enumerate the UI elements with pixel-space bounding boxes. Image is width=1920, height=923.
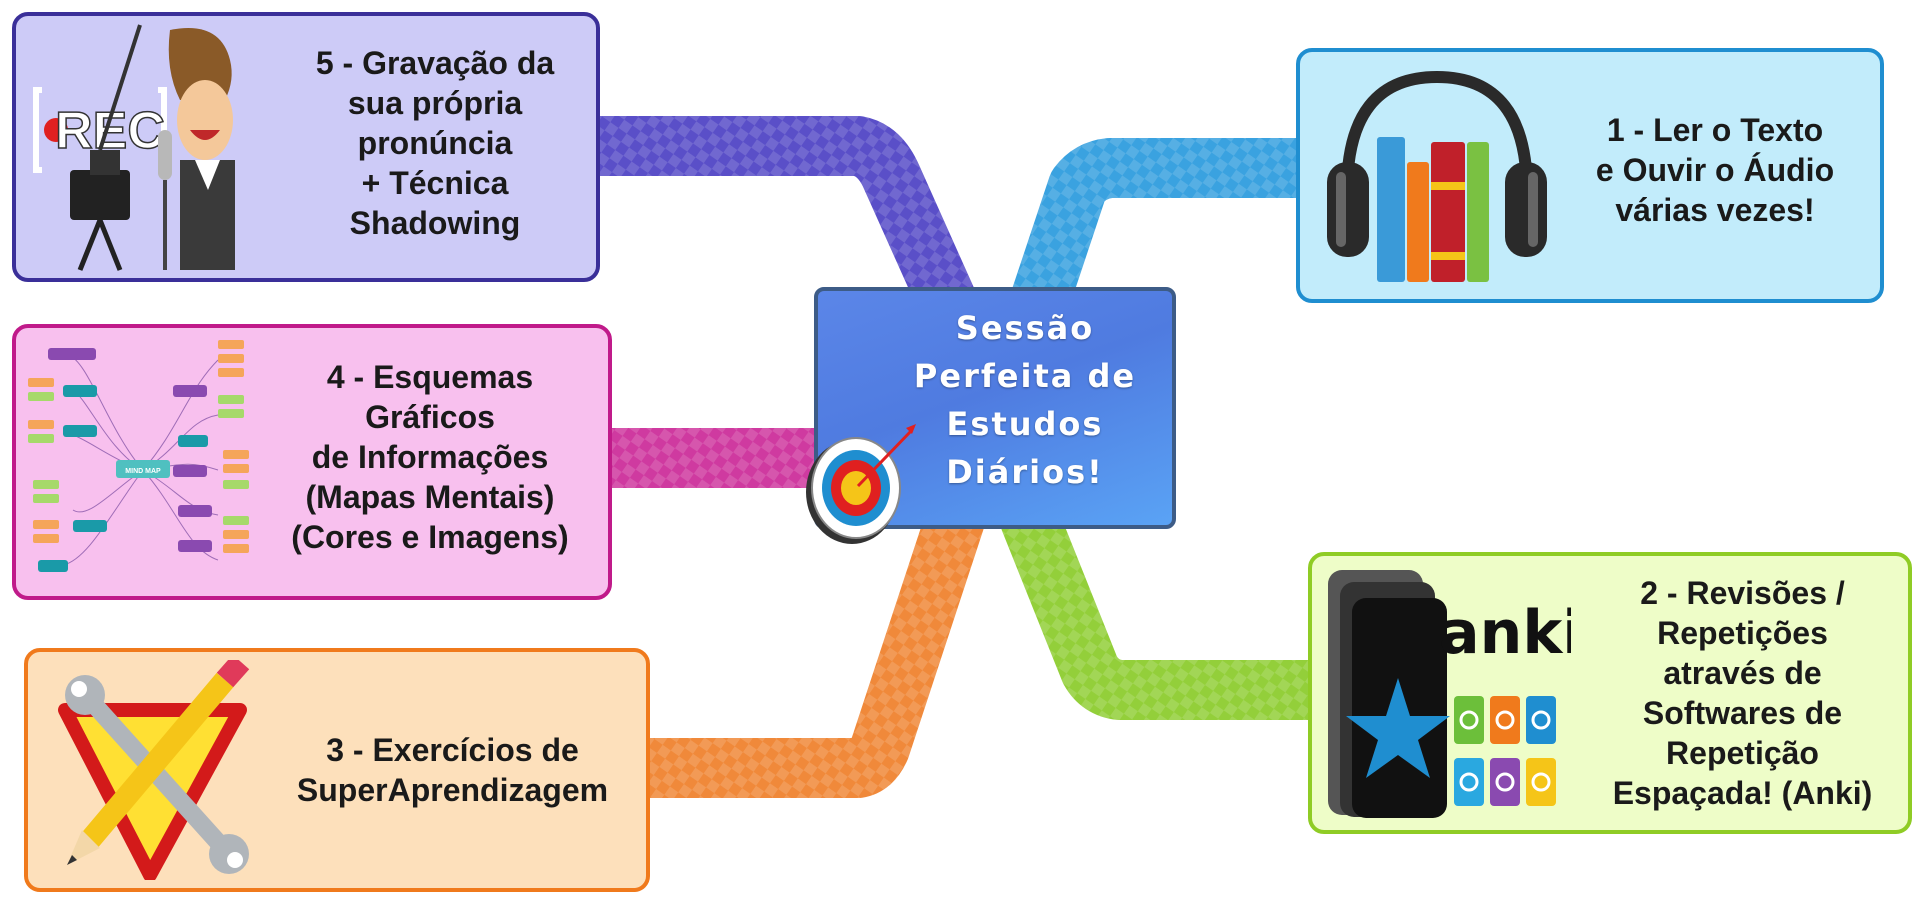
anki-logo-text: anki [1439,598,1571,668]
node-1-label: 1 - Ler o Texto e Ouvir o Áudio várias v… [1595,112,1835,228]
mind-map-illustration: MIND MAP [28,340,249,572]
node-3-label: 3 - Exercícios de SuperAprendizagem [296,732,609,808]
super-shield-icon [58,703,247,880]
node-4-mind-maps[interactable] [12,324,612,600]
branch-5 [570,116,990,360]
svg-text:MIND MAP: MIND MAP [125,468,161,475]
singer-character-icon [158,28,235,270]
anki-star-icon [1346,678,1450,778]
record-dot [44,118,68,142]
super-tools-illustration [58,660,250,880]
branch-2 [1000,490,1338,720]
rec-microphone-illustration: REC [33,24,235,271]
camera-icon [70,24,142,271]
books-headphones-illustration [1327,70,1547,282]
node-5-recording-shadowing[interactable] [12,12,600,282]
headphones-icon [1327,70,1547,257]
node-5-label: 5 - Gravação da sua própria pronúncia + … [315,44,555,241]
node-4-label: 4 - Esquemas Gráficos de Informações (Ma… [291,359,569,555]
books-icon [1377,137,1489,282]
anki-cards-icon [1328,570,1450,818]
center-title: Sessão Perfeita de Estudos Diários! [913,309,1137,491]
node-2-label: 2 - Revisões / Repetições através de Sof… [1612,574,1873,811]
anki-illustration: anki [1328,570,1571,818]
pencil-icon [67,660,250,865]
target-icon [806,424,916,544]
branch-3 [620,490,985,798]
anki-app-icons [1454,696,1556,806]
arrow-icon [856,428,914,488]
branch-1 [1000,138,1326,360]
mind-map-center-node [116,460,170,478]
